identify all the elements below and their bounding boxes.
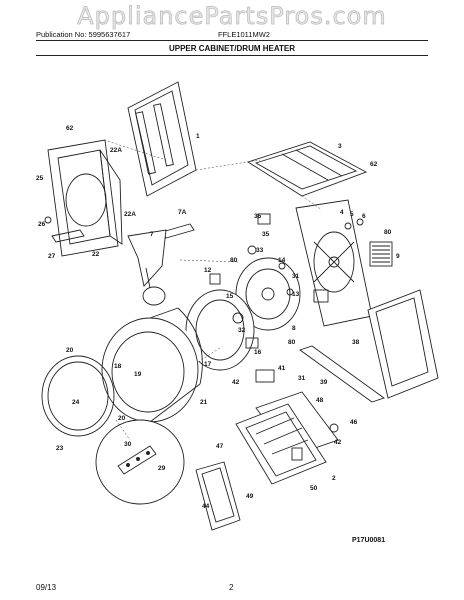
callout-42b: 42 bbox=[334, 439, 342, 446]
callout-32: 32 bbox=[238, 327, 246, 334]
callout-24: 24 bbox=[72, 399, 80, 406]
callout-17: 17 bbox=[204, 361, 212, 368]
callout-48: 48 bbox=[316, 397, 324, 404]
callout-22: 22 bbox=[92, 251, 100, 258]
publication-number: Publication No: 5995637617 bbox=[36, 30, 131, 39]
callout-62: 62 bbox=[370, 161, 378, 168]
callout-12: 12 bbox=[204, 267, 212, 274]
callout-18: 18 bbox=[114, 363, 122, 370]
part-toe-kick bbox=[51, 229, 85, 243]
figure-number: P17U0081 bbox=[352, 537, 386, 544]
part-right-panel bbox=[367, 289, 439, 399]
part-front-bulkhead bbox=[185, 289, 255, 371]
callout-13: 13 bbox=[292, 291, 300, 298]
callout-47: 47 bbox=[216, 443, 224, 450]
part-vent-grille bbox=[369, 241, 393, 267]
callout-25: 25 bbox=[36, 175, 44, 182]
part-13 bbox=[286, 288, 294, 296]
page-number: 2 bbox=[229, 583, 234, 592]
callout-7a: 7A bbox=[178, 209, 187, 216]
callout-46: 46 bbox=[350, 419, 358, 426]
footer-date: 09/13 bbox=[36, 583, 57, 592]
part-exhaust-duct bbox=[127, 229, 167, 306]
callout-9: 9 bbox=[396, 253, 400, 260]
callout-16: 16 bbox=[254, 349, 262, 356]
part-rail bbox=[299, 345, 385, 403]
callout-36: 36 bbox=[254, 213, 262, 220]
callout-20: 20 bbox=[66, 347, 74, 354]
part-screw-26 bbox=[44, 216, 52, 224]
callout-14: 14 bbox=[278, 257, 286, 264]
callout-29: 29 bbox=[158, 465, 166, 472]
part-clip-46 bbox=[329, 423, 339, 433]
callout-6: 6 bbox=[362, 213, 366, 220]
callout-19: 19 bbox=[134, 371, 142, 378]
callout-7: 7 bbox=[150, 231, 154, 238]
part-bracket-41 bbox=[255, 369, 275, 383]
watermark-logo: AppliancePartsPros.com bbox=[77, 2, 387, 31]
part-front-frame bbox=[47, 139, 123, 257]
part-heater-assembly bbox=[235, 391, 339, 485]
part-drum bbox=[101, 307, 203, 423]
part-top-panel bbox=[246, 141, 368, 197]
part-32 bbox=[245, 337, 259, 349]
header-rule-bottom bbox=[36, 55, 428, 56]
part-drum-ring bbox=[41, 355, 115, 437]
part-strip-7a bbox=[161, 223, 195, 239]
callout-26: 26 bbox=[38, 221, 46, 228]
callout-3: 3 bbox=[338, 143, 342, 150]
callout-31: 31 bbox=[292, 273, 300, 280]
part-side-panel bbox=[127, 81, 197, 197]
callout-41: 41 bbox=[278, 365, 286, 372]
callout-33: 33 bbox=[256, 247, 264, 254]
callout-38: 38 bbox=[352, 339, 360, 346]
page-title: UPPER CABINET/DRUM HEATER bbox=[168, 44, 296, 53]
part-inset bbox=[95, 419, 185, 505]
callout-31b: 31 bbox=[298, 375, 306, 382]
callout-1: 1 bbox=[196, 133, 200, 140]
part-rear-panel bbox=[295, 199, 373, 327]
callout-15: 15 bbox=[226, 293, 234, 300]
callout-21: 21 bbox=[200, 399, 208, 406]
callout-44: 44 bbox=[202, 503, 210, 510]
part-bulkhead bbox=[235, 257, 301, 331]
callout-23: 23 bbox=[56, 445, 64, 452]
callout-20b: 20 bbox=[118, 415, 126, 422]
part-seal bbox=[195, 461, 241, 531]
callout-50: 50 bbox=[310, 485, 318, 492]
part-6 bbox=[356, 218, 364, 226]
header-rule-top bbox=[36, 40, 428, 41]
part-14 bbox=[278, 262, 286, 270]
part-12 bbox=[209, 273, 221, 285]
callout-22a: 22A bbox=[110, 147, 122, 154]
callout-2: 2 bbox=[332, 475, 336, 482]
callout-8: 8 bbox=[292, 325, 296, 332]
callout-30: 30 bbox=[124, 441, 132, 448]
model-number: FFLE1011MW2 bbox=[218, 30, 270, 39]
callout-39: 39 bbox=[320, 379, 328, 386]
part-33 bbox=[247, 245, 257, 255]
callout-42: 42 bbox=[232, 379, 240, 386]
callout-80: 80 bbox=[384, 229, 392, 236]
callout-80b: 80 bbox=[230, 257, 238, 264]
callout-35: 35 bbox=[262, 231, 270, 238]
callout-22a-b: 22A bbox=[124, 211, 136, 218]
callout-62b: 62 bbox=[66, 125, 74, 132]
callout-5: 5 bbox=[350, 211, 354, 218]
part-5 bbox=[344, 222, 352, 230]
callout-4: 4 bbox=[340, 209, 344, 216]
callout-80c: 80 bbox=[288, 339, 296, 346]
callout-49: 49 bbox=[246, 493, 254, 500]
callout-27: 27 bbox=[48, 253, 56, 260]
part-36 bbox=[257, 213, 271, 225]
